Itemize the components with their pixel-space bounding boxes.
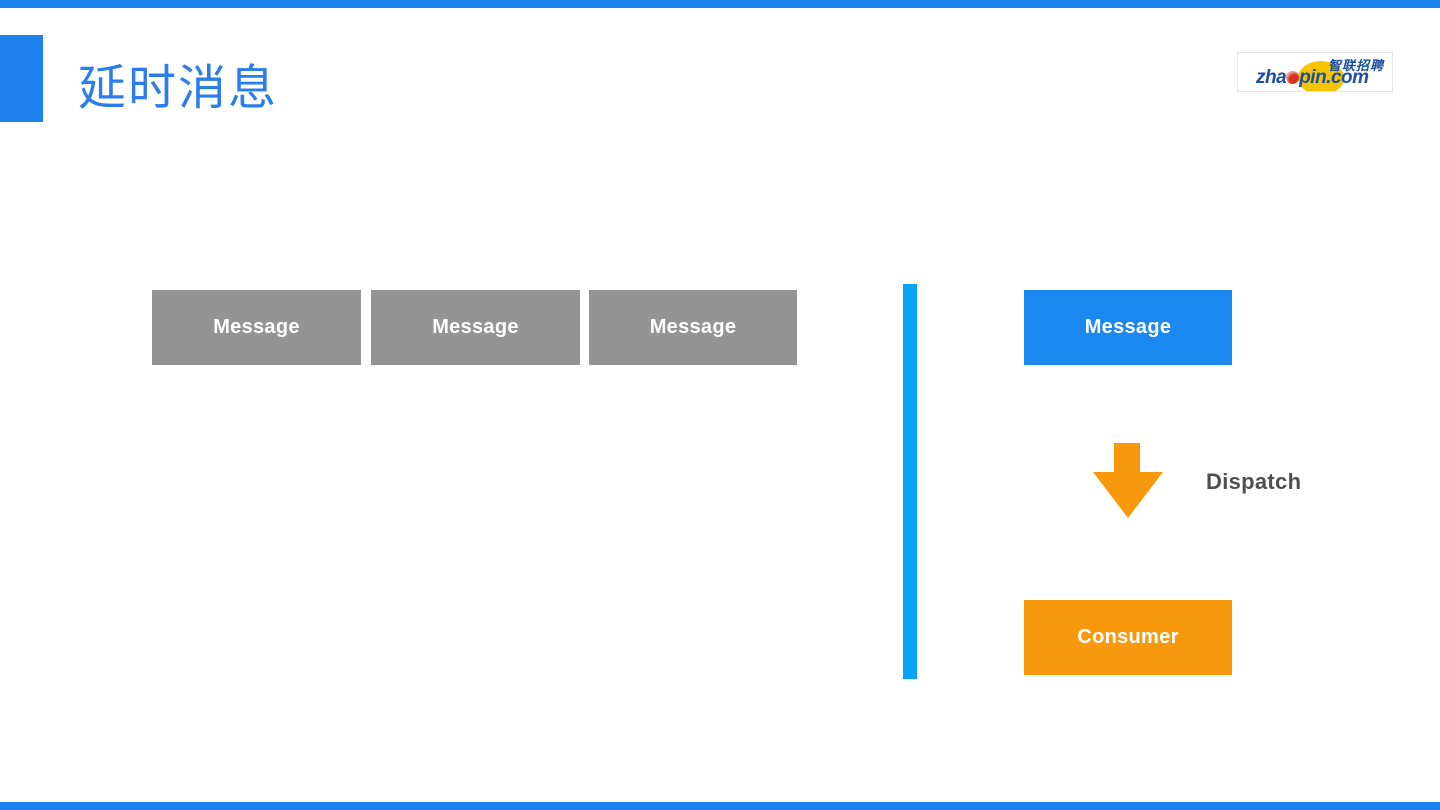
top-accent-bar bbox=[0, 0, 1440, 8]
logo-domain-text: zha pin.com bbox=[1256, 67, 1369, 89]
logo-chinese-name: 智联招聘 bbox=[1327, 58, 1384, 73]
consumer-box: Consumer bbox=[1024, 600, 1232, 675]
consumer-label: Consumer bbox=[1077, 626, 1179, 648]
message-label: Message bbox=[649, 316, 737, 338]
bottom-accent-bar bbox=[0, 802, 1440, 810]
title-accent-square bbox=[0, 35, 43, 122]
queue-divider-bar bbox=[903, 284, 917, 679]
queued-message-box-2: Message bbox=[371, 290, 580, 365]
dispatched-message-box: Message bbox=[1024, 290, 1232, 365]
message-label: Message bbox=[213, 316, 300, 338]
message-label: Message bbox=[432, 316, 519, 338]
logo-red-dot-icon bbox=[1286, 71, 1300, 84]
zhaopin-logo: 智联招聘 zha pin.com bbox=[1237, 52, 1393, 92]
logo-domain-part2: pin.com bbox=[1299, 67, 1369, 88]
message-label: Message bbox=[1084, 316, 1172, 338]
slide-title: 延时消息 bbox=[78, 62, 279, 115]
queued-message-box-3: Message bbox=[589, 290, 797, 365]
queued-message-box-1: Message bbox=[152, 290, 361, 365]
logo-domain-part1: zha bbox=[1256, 67, 1287, 88]
logo-yellow-ellipse-icon bbox=[1298, 61, 1344, 91]
dispatch-arrow-icon bbox=[1093, 443, 1163, 518]
dispatch-label: Dispatch bbox=[1206, 469, 1302, 494]
